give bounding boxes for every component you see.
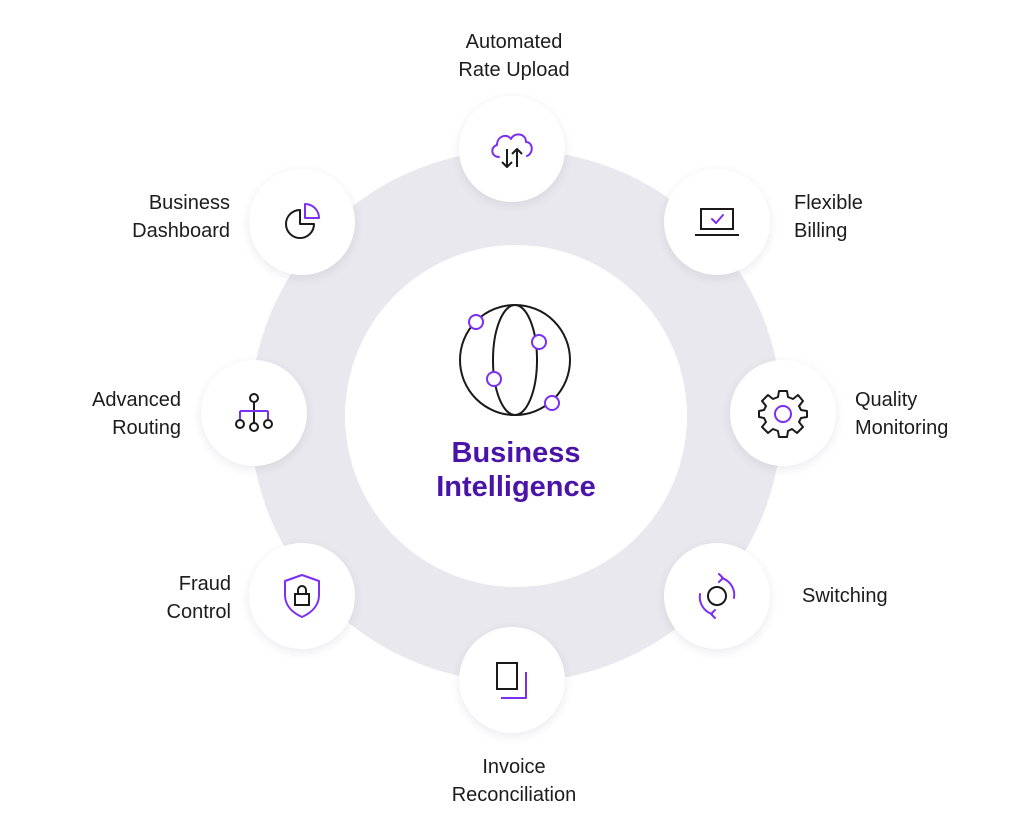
label-line1: Switching	[802, 585, 888, 607]
document-corner-icon	[496, 662, 527, 699]
switch-cycle-icon	[698, 573, 736, 619]
label-line1: Invoice	[482, 756, 546, 778]
cloud-transfer-icon	[491, 133, 533, 168]
label-line2: Monitoring	[855, 417, 949, 439]
label-line2: Dashboard	[132, 220, 230, 242]
shield-lock-icon	[284, 574, 320, 618]
node-fraud-control[interactable]	[249, 543, 355, 649]
label-line2: Reconciliation	[451, 784, 577, 806]
label-automated-rate-upload: Automated Rate Upload	[414, 28, 614, 84]
label-line2: Routing	[112, 417, 181, 439]
label-fraud-control: Fraud Control	[120, 570, 231, 626]
label-line1: Business	[148, 192, 230, 214]
globe-icon	[459, 304, 571, 416]
label-line2: Control	[166, 601, 231, 623]
routing-tree-icon	[235, 393, 273, 432]
node-invoice-reconciliation[interactable]	[459, 627, 565, 733]
label-flexible-billing: Flexible Billing	[794, 189, 863, 245]
node-business-dashboard[interactable]	[249, 169, 355, 275]
label-line1: Quality	[855, 389, 918, 411]
gear-icon	[758, 390, 808, 438]
label-advanced-routing: Advanced Routing	[40, 386, 181, 442]
center-title-line2: Intelligence	[436, 471, 596, 503]
label-quality-monitoring: Quality Monitoring	[855, 386, 948, 442]
label-line2: Billing	[794, 220, 848, 242]
node-quality-monitoring[interactable]	[730, 360, 836, 466]
label-switching: Switching	[802, 582, 888, 610]
pie-chart-icon	[285, 203, 320, 239]
node-switching[interactable]	[664, 543, 770, 649]
label-line1: Flexible	[794, 192, 863, 214]
label-line1: Automated	[465, 31, 563, 53]
label-line1: Advanced	[92, 389, 181, 411]
node-automated-rate-upload[interactable]	[459, 96, 565, 202]
label-line1: Fraud	[178, 573, 231, 595]
node-advanced-routing[interactable]	[201, 360, 307, 466]
label-invoice-reconciliation: Invoice Reconciliation	[414, 753, 614, 809]
node-flexible-billing[interactable]	[664, 169, 770, 275]
center-title-line1: Business	[451, 437, 581, 469]
label-business-dashboard: Business Dashboard	[80, 189, 230, 245]
label-line2: Rate Upload	[458, 59, 570, 81]
center-circle	[345, 245, 687, 587]
laptop-check-icon	[695, 208, 739, 236]
center-title: Business Intelligence	[366, 436, 666, 504]
